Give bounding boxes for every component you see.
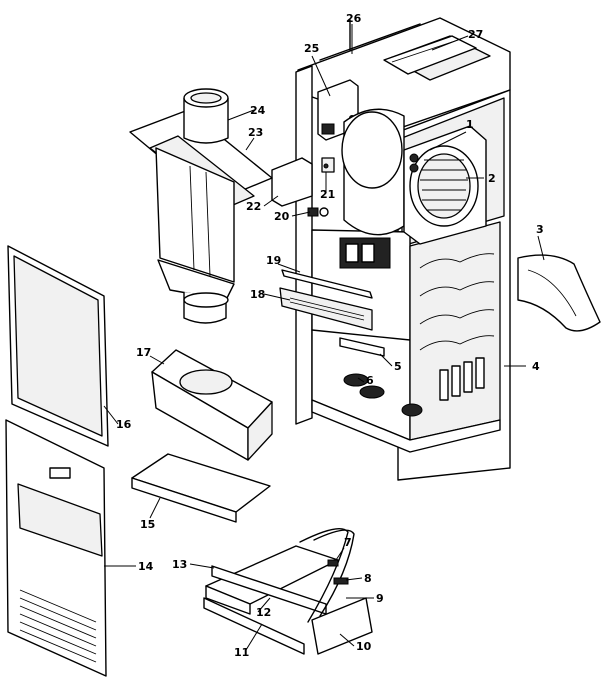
- heat-exchanger-ribs: [419, 253, 495, 351]
- part-5-orifice-bar: [339, 337, 385, 357]
- burner-tubes: [439, 357, 485, 401]
- blower-wheel-vanes: [420, 159, 468, 211]
- callout-7: 7: [344, 536, 352, 549]
- part-22-control-module: [271, 157, 335, 207]
- part-15-filter-tray: [131, 453, 271, 523]
- callout-26: 26: [346, 12, 362, 25]
- part-26-top-rail: [319, 23, 421, 61]
- blower-assembly: [341, 108, 487, 245]
- burner-hardware: [339, 237, 391, 269]
- part-20-gas-valve: [307, 207, 329, 217]
- callout-9: 9: [376, 592, 384, 605]
- callout-27: 27: [468, 28, 483, 41]
- callout-6: 6: [366, 374, 374, 387]
- part-19-burner-bar: [281, 269, 373, 299]
- callout-8: 8: [364, 572, 372, 585]
- callout-17: 17: [136, 346, 151, 359]
- callout-19: 19: [266, 254, 281, 267]
- callout-13: 13: [172, 558, 187, 571]
- part-10-base-plate: [311, 597, 373, 655]
- callout-15: 15: [140, 518, 155, 531]
- callout-16: 16: [116, 418, 132, 431]
- callout-25: 25: [304, 42, 319, 55]
- part-16-upper-door: [7, 245, 109, 447]
- part-24-vent-collar: [183, 88, 229, 144]
- part-3-side-panel: [517, 254, 601, 332]
- callout-23: 23: [248, 126, 263, 139]
- callout-labels: 1 2 3 4 5 6 7 8 9 10 11 12 13 14 15 16 1…: [116, 12, 544, 659]
- callout-2: 2: [488, 172, 496, 185]
- callout-21: 21: [320, 188, 335, 201]
- callout-24: 24: [250, 104, 266, 117]
- callout-4: 4: [532, 360, 540, 373]
- part-23-flue-collector: [129, 109, 273, 324]
- callout-5: 5: [394, 360, 402, 373]
- callout-22: 22: [246, 200, 261, 213]
- callout-12: 12: [256, 606, 271, 619]
- callout-14: 14: [138, 560, 154, 573]
- part-11-bottom-rail: [203, 597, 305, 655]
- louver-grille: [19, 589, 97, 663]
- part-6-igniters: [343, 373, 423, 417]
- part-17-filter-housing: [151, 349, 273, 461]
- callout-10: 10: [356, 640, 372, 653]
- part-7-8-clips: [327, 559, 349, 585]
- leader-lines: [103, 24, 545, 651]
- callout-3: 3: [536, 223, 544, 236]
- callout-18: 18: [250, 288, 265, 301]
- callout-1: 1: [466, 118, 474, 131]
- callout-11: 11: [234, 646, 249, 659]
- part-14-lower-door: [5, 419, 107, 677]
- callout-20: 20: [274, 210, 290, 223]
- part-9-burner-bracket: [299, 528, 355, 623]
- part-18-manifold: [279, 287, 373, 331]
